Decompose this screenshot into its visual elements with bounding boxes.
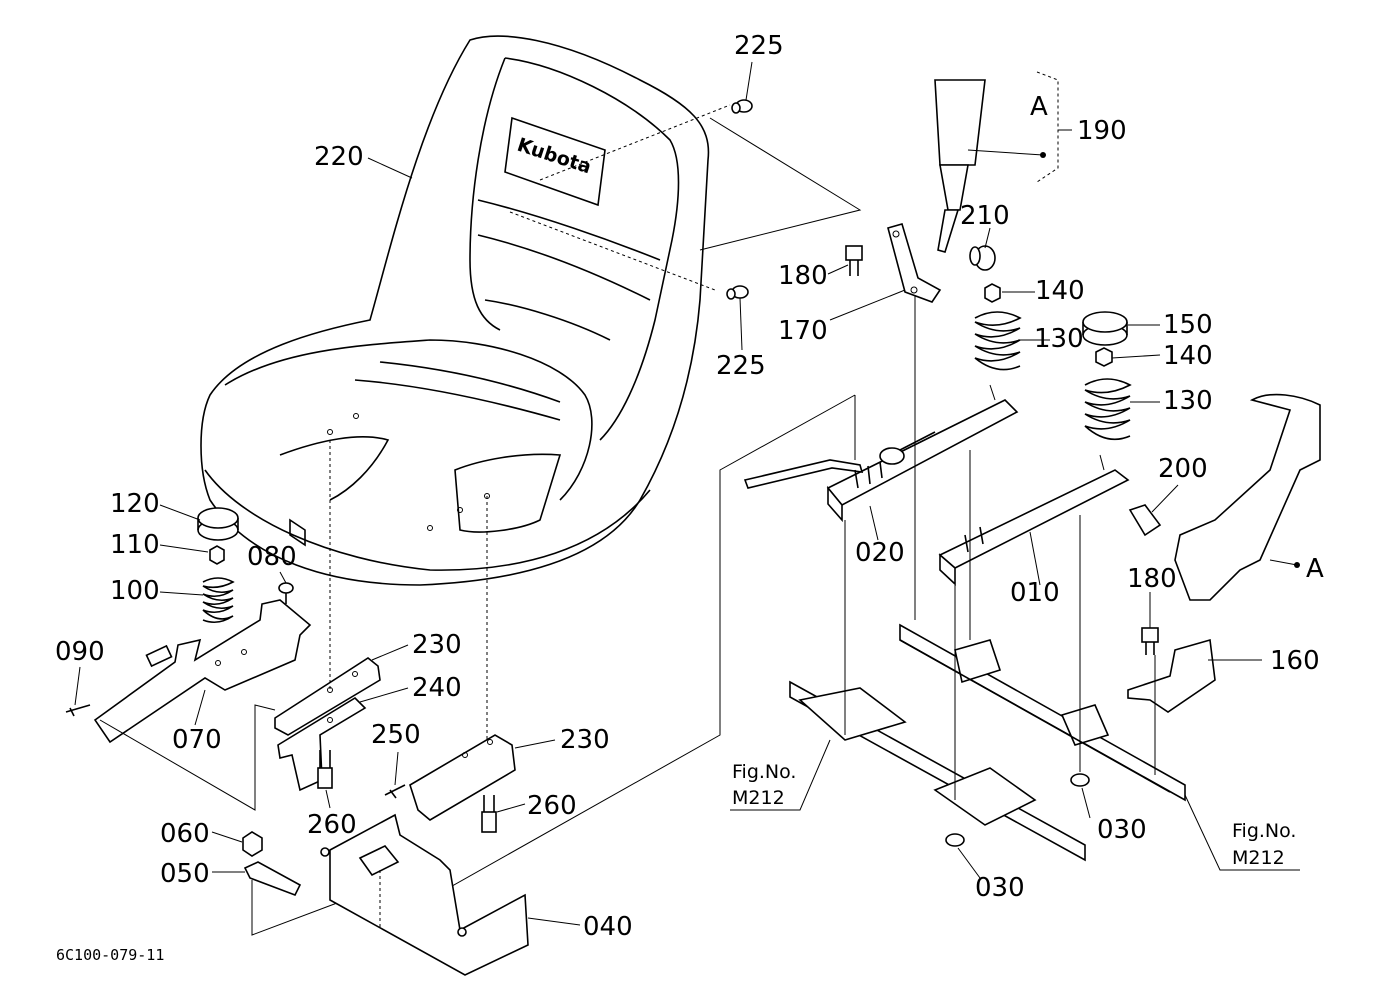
callout-225b: 225 bbox=[716, 351, 766, 381]
reference-fig-m212-left[interactable]: Fig.No. M212 bbox=[732, 761, 796, 809]
callout-240: 240 bbox=[412, 673, 462, 703]
plate-230-lower[interactable] bbox=[409, 734, 516, 821]
nut-030-right[interactable] bbox=[1070, 773, 1090, 787]
cap-150[interactable] bbox=[1082, 311, 1128, 346]
callout-110: 110 bbox=[110, 530, 160, 560]
nut-140-upper[interactable] bbox=[984, 283, 1001, 303]
slide-rail-upper-right bbox=[899, 623, 1186, 802]
callout-160: 160 bbox=[1270, 646, 1320, 676]
seat-belt-buckle-190[interactable] bbox=[934, 71, 1059, 253]
callout-070: 070 bbox=[172, 725, 222, 755]
callout-225a: 225 bbox=[734, 31, 784, 61]
callout-260b: 260 bbox=[527, 791, 577, 821]
callout-260a: 260 bbox=[307, 810, 357, 840]
callout-250: 250 bbox=[371, 720, 421, 750]
bolt-225-lower[interactable] bbox=[726, 285, 749, 300]
ref-right-line1: Fig.No. bbox=[1232, 820, 1296, 842]
grommet-200[interactable] bbox=[1128, 504, 1162, 537]
pin-090[interactable] bbox=[65, 704, 91, 717]
bracket-040[interactable] bbox=[320, 813, 529, 976]
callout-170: 170 bbox=[778, 316, 828, 346]
cap-080[interactable] bbox=[278, 582, 294, 604]
bracket-160[interactable] bbox=[1127, 638, 1216, 713]
callout-140a: 140 bbox=[1035, 276, 1085, 306]
nut-030-bottom[interactable] bbox=[945, 833, 965, 847]
seat-belt-anchor[interactable] bbox=[1174, 393, 1321, 601]
nut-110[interactable] bbox=[209, 545, 225, 565]
bracket-170[interactable] bbox=[887, 223, 942, 303]
bolt-260-right[interactable] bbox=[481, 795, 497, 833]
callout-150: 150 bbox=[1163, 310, 1213, 340]
reference-fig-m212-right[interactable]: Fig.No. M212 bbox=[1232, 820, 1296, 869]
bolt-260-left[interactable] bbox=[317, 750, 333, 789]
rail-010[interactable] bbox=[938, 469, 1130, 586]
callout-010: 010 bbox=[1010, 578, 1060, 608]
callout-130a: 130 bbox=[1034, 324, 1084, 354]
spring-130-lower[interactable] bbox=[1084, 378, 1132, 471]
callout-210: 210 bbox=[960, 201, 1010, 231]
callout-030a: 030 bbox=[1097, 815, 1147, 845]
callout-140b: 140 bbox=[1163, 341, 1213, 371]
bracket-070[interactable] bbox=[93, 599, 312, 744]
leader-lines bbox=[74, 61, 1300, 926]
seat-220[interactable]: Kubota bbox=[200, 35, 862, 586]
bolt-225-upper[interactable] bbox=[731, 99, 753, 114]
ref-right-line2: M212 bbox=[1232, 847, 1285, 869]
callout-a-right: A bbox=[1306, 554, 1324, 584]
callout-230a: 230 bbox=[412, 630, 462, 660]
callout-180b: 180 bbox=[1127, 564, 1177, 594]
callout-030b: 030 bbox=[975, 873, 1025, 903]
grommet-210[interactable] bbox=[969, 245, 996, 271]
callout-090: 090 bbox=[55, 637, 105, 667]
callout-120: 120 bbox=[110, 489, 160, 519]
callout-040: 040 bbox=[583, 912, 633, 942]
callout-020: 020 bbox=[855, 538, 905, 568]
bolt-180-upper[interactable] bbox=[845, 245, 863, 276]
callout-130b: 130 bbox=[1163, 386, 1213, 416]
drawing-code: 6C100-079-11 bbox=[56, 946, 164, 964]
nut-060[interactable] bbox=[242, 831, 263, 857]
callout-190: 190 bbox=[1077, 116, 1127, 146]
callout-060: 060 bbox=[160, 819, 210, 849]
ref-left-line2: M212 bbox=[732, 787, 785, 809]
callout-230b: 230 bbox=[560, 725, 610, 755]
callout-180a: 180 bbox=[778, 261, 828, 291]
callout-220: 220 bbox=[314, 142, 364, 172]
callout-080: 080 bbox=[247, 542, 297, 572]
callout-100: 100 bbox=[110, 576, 160, 606]
pin-250[interactable] bbox=[384, 784, 406, 799]
ref-left-line1: Fig.No. bbox=[732, 761, 796, 783]
slide-rail-lower-right bbox=[789, 680, 1086, 862]
callout-labels: 225 220 225 190 A 210 180 140 170 130 15… bbox=[55, 31, 1324, 942]
rail-020[interactable] bbox=[743, 399, 1019, 523]
callout-a-top: A bbox=[1030, 92, 1048, 122]
callout-050: 050 bbox=[160, 859, 210, 889]
plate-050[interactable] bbox=[243, 861, 302, 897]
spring-100[interactable] bbox=[202, 577, 235, 624]
cap-120[interactable] bbox=[197, 507, 239, 541]
spring-130-upper[interactable] bbox=[974, 311, 1022, 401]
callout-200: 200 bbox=[1158, 454, 1208, 484]
bolt-180-lower[interactable] bbox=[1141, 627, 1159, 655]
nut-140-lower[interactable] bbox=[1095, 347, 1113, 367]
